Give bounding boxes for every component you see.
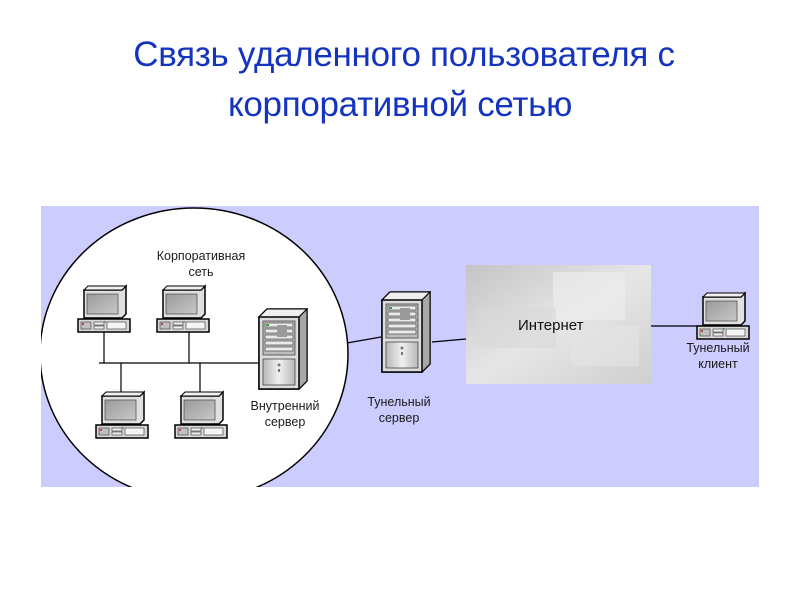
tunnel-server-icon: [381, 291, 431, 373]
slide-title: Связь удаленного пользователя с корпорат…: [0, 30, 800, 130]
corporate-network-label-line-2: сеть: [188, 265, 214, 279]
slide-title-line-1: Связь удаленного пользователя с: [133, 35, 675, 74]
tunnel-client-label: Тунельный клиент: [673, 340, 759, 372]
tunnel-server-label: Тунельный сервер: [354, 394, 444, 426]
tunnel-client-icon: [696, 292, 750, 340]
tunnel-server-label-line-2: сервер: [378, 411, 420, 425]
workstation-1-icon: [77, 285, 131, 333]
network-diagram: [41, 207, 750, 487]
link-corporate-to-tunnel-server: [346, 336, 382, 344]
internal-server-icon: [258, 308, 308, 390]
internal-server-label: Внутренний сервер: [237, 398, 333, 430]
corporate-network-label-line-1: Корпоративная: [156, 249, 246, 263]
tunnel-client-label-line-2: клиент: [698, 357, 738, 371]
tunnel-server-label-line-1: Тунельный: [367, 395, 431, 409]
lan-bus: [99, 329, 259, 396]
workstation-4-icon: [174, 391, 228, 439]
corporate-network-label: Корпоративная сеть: [136, 248, 266, 280]
link-tunnel-server-to-internet: [431, 338, 467, 343]
internet-label: Интернет: [518, 317, 584, 334]
slide-title-line-2: корпоративной сетью: [227, 85, 573, 124]
internal-server-label-line-2: сервер: [264, 415, 306, 429]
internal-server-label-line-1: Внутренний: [250, 399, 320, 413]
workstation-3-icon: [95, 391, 149, 439]
internet-cloud-box: [466, 265, 651, 384]
workstation-2-icon: [156, 285, 210, 333]
network-diagram-panel: Корпоративная сеть Внутренний сервер Тун…: [41, 206, 759, 487]
tunnel-client-label-line-1: Тунельный: [686, 341, 750, 355]
